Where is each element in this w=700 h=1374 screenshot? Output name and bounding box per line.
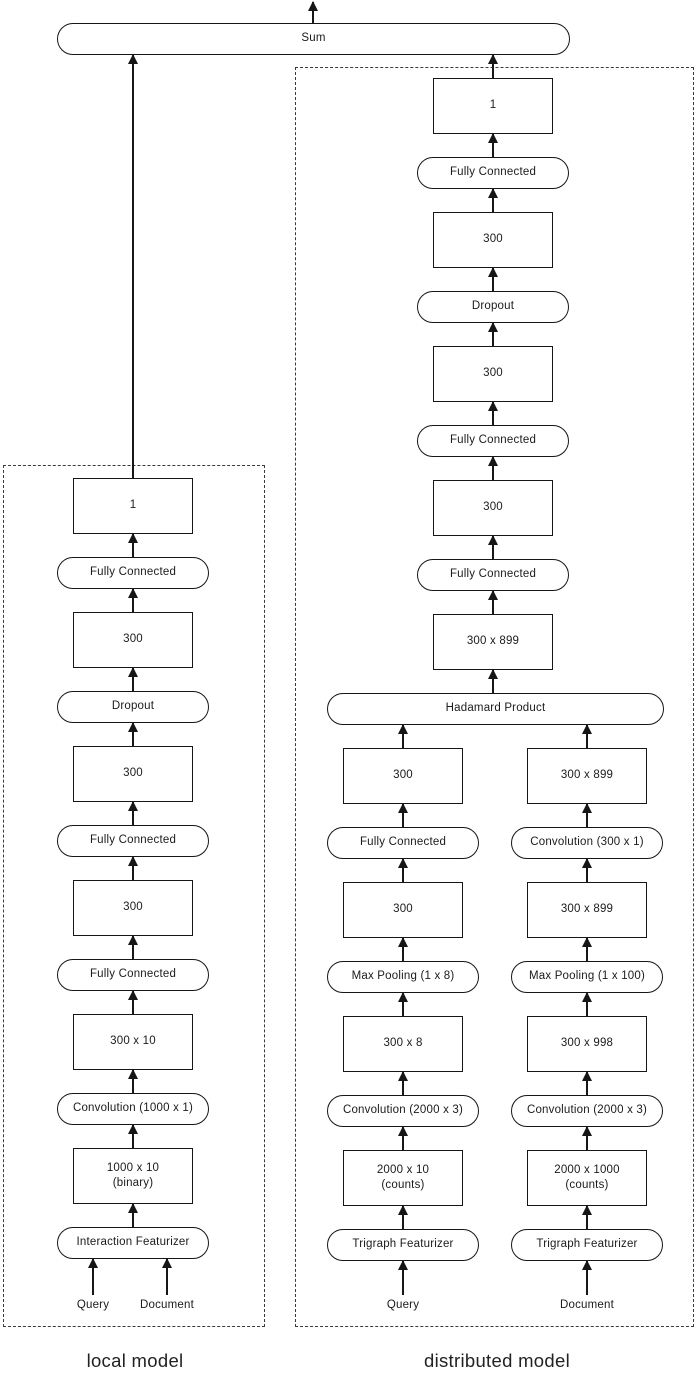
arrow-up-connector: [128, 1203, 137, 1227]
doc-embedding-box: 300 x 899: [527, 748, 647, 804]
distributed-query-input-arrow: [398, 1260, 407, 1295]
hadamard-product-pill: Hadamard Product: [327, 693, 664, 725]
arrow-up-connector: [398, 937, 407, 961]
doc-counts-box: 2000 x 1000 (counts): [527, 1150, 647, 1206]
arrow-up-connector: [488, 535, 497, 559]
local-convolution-pill: Convolution (1000 x 1): [57, 1093, 209, 1125]
local-query-label: Query: [76, 1299, 110, 1311]
distributed-hidden2-box: 300: [433, 480, 553, 536]
query-counts-box: 2000 x 10 (counts): [343, 1150, 463, 1206]
doc-conv-output-box: 300 x 998: [527, 1016, 647, 1072]
arrow-up-connector: [128, 856, 137, 880]
arrow-up-connector: [398, 1205, 407, 1229]
distributed-fc2-pill: Fully Connected: [417, 559, 569, 591]
sum-node: Sum: [57, 23, 570, 55]
arrow-up-connector: [582, 992, 591, 1016]
local-interaction-featurizer-pill: Interaction Featurizer: [57, 1227, 209, 1259]
arrow-up-connector: [488, 590, 497, 614]
arrow-up-connector: [582, 1205, 591, 1229]
arrow-up-connector: [488, 188, 497, 212]
arrow-up-connector: [398, 803, 407, 827]
arrow-up-connector: [398, 858, 407, 882]
local-input-matrix-box: 1000 x 10 (binary): [73, 1148, 193, 1204]
distributed-model-caption: distributed model: [424, 1350, 570, 1371]
arrow-up-connector: [128, 722, 137, 746]
arrow-up-connector: [128, 533, 137, 557]
arrow-up-connector: [128, 801, 137, 825]
local-conv-output-box: 300 x 10: [73, 1014, 193, 1070]
query-convolution-pill: Convolution (2000 x 3): [327, 1095, 479, 1127]
local-fc2-pill: Fully Connected: [57, 825, 209, 857]
distributed-fc4-pill: Fully Connected: [417, 157, 569, 189]
query-max-pooling-pill: Max Pooling (1 x 8): [327, 961, 479, 993]
distributed-score-box: 1: [433, 78, 553, 134]
arrow-up-connector: [582, 1071, 591, 1095]
distributed-to-sum-arrow: [488, 54, 497, 78]
doc-trigraph-featurizer-pill: Trigraph Featurizer: [511, 1229, 663, 1261]
distributed-query-label: Query: [386, 1299, 420, 1311]
local-query-input-arrow: [88, 1258, 97, 1295]
doc-pooled-box: 300 x 899: [527, 882, 647, 938]
arrow-up-connector: [398, 724, 407, 748]
local-dropout-pill: Dropout: [57, 691, 209, 723]
local-document-label: Document: [139, 1299, 194, 1311]
query-conv-output-box: 300 x 8: [343, 1016, 463, 1072]
local-fc1-pill: Fully Connected: [57, 959, 209, 991]
distributed-hidden3-box: 300: [433, 346, 553, 402]
local-to-sum-arrow: [128, 54, 137, 478]
doc-max-pooling-pill: Max Pooling (1 x 100): [511, 961, 663, 993]
distributed-document-label: Document: [559, 1299, 614, 1311]
arrow-up-connector: [582, 937, 591, 961]
distributed-fc3-pill: Fully Connected: [417, 425, 569, 457]
distributed-model-group-box: [295, 67, 694, 1327]
local-document-input-arrow: [162, 1258, 171, 1295]
arrow-up-connector: [582, 724, 591, 748]
arrow-up-connector: [128, 667, 137, 691]
arrow-up-connector: [488, 401, 497, 425]
distributed-merge-output-box: 300 x 899: [433, 614, 553, 670]
local-fc3-pill: Fully Connected: [57, 557, 209, 589]
local-model-caption: local model: [86, 1350, 184, 1371]
arrow-up-connector: [488, 322, 497, 346]
distributed-hidden4-box: 300: [433, 212, 553, 268]
distributed-document-input-arrow: [582, 1260, 591, 1295]
arrow-up-connector: [398, 1126, 407, 1150]
local-hidden2-box: 300: [73, 746, 193, 802]
local-hidden1-box: 300: [73, 880, 193, 936]
arrow-up-connector: [582, 803, 591, 827]
doc-convolution2-pill: Convolution (300 x 1): [511, 827, 663, 859]
arrow-up-connector: [488, 133, 497, 157]
arrow-up-connector: [582, 1126, 591, 1150]
arrow-up-connector: [128, 1069, 137, 1093]
arrow-up-connector: [582, 858, 591, 882]
local-score-box: 1: [73, 478, 193, 534]
arrow-up-connector: [128, 1124, 137, 1148]
doc-convolution1-pill: Convolution (2000 x 3): [511, 1095, 663, 1127]
local-model-group-box: [3, 465, 265, 1327]
arrow-up-connector: [398, 992, 407, 1016]
final-output-arrow: [308, 1, 317, 23]
arrow-up-connector: [488, 669, 497, 693]
query-trigraph-featurizer-pill: Trigraph Featurizer: [327, 1229, 479, 1261]
arrow-up-connector: [128, 935, 137, 959]
query-fc-pill: Fully Connected: [327, 827, 479, 859]
arrow-up-connector: [128, 990, 137, 1014]
query-embedding-box: 300: [343, 748, 463, 804]
local-hidden3-box: 300: [73, 612, 193, 668]
arrow-up-connector: [398, 1071, 407, 1095]
query-pooled-box: 300: [343, 882, 463, 938]
arrow-up-connector: [488, 456, 497, 480]
distributed-dropout-pill: Dropout: [417, 291, 569, 323]
arrow-up-connector: [128, 588, 137, 612]
arrow-up-connector: [488, 267, 497, 291]
